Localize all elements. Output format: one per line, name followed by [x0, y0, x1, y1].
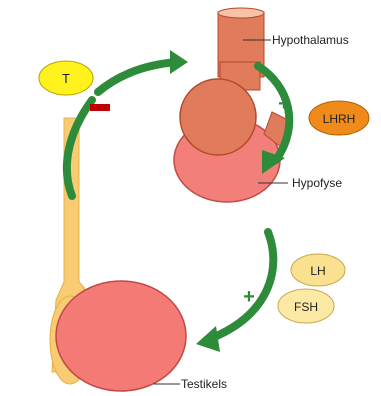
inhibit-sign — [90, 104, 110, 111]
testikels-label: Testikels — [181, 377, 227, 391]
hormone-fsh-pill: FSH — [278, 289, 334, 323]
stimulate-sign-bottom: + — [243, 286, 255, 308]
testis — [56, 281, 186, 391]
hypothalamus-stalk-top — [218, 8, 264, 18]
hormone-lhrh-label: LHRH — [323, 112, 356, 126]
feedback-arrow-upper — [98, 62, 178, 92]
lh-fsh-arrow — [212, 232, 273, 338]
hormone-fsh-label: FSH — [294, 300, 318, 314]
hormone-t-label: T — [62, 71, 70, 86]
hypothalamus-label: Hypothalamus — [272, 33, 349, 47]
hypothalamus-body — [180, 79, 256, 155]
feedback-arrow-upper-head — [170, 50, 188, 74]
stimulate-sign-top: + — [278, 93, 290, 115]
hormone-lh-pill: LH — [291, 254, 345, 286]
hypofyse-label: Hypofyse — [292, 176, 342, 190]
hormone-lh-label: LH — [310, 264, 325, 278]
hormone-lhrh-pill: LHRH — [309, 101, 369, 135]
hormone-t-pill: T — [39, 61, 93, 95]
lh-fsh-arrow-head — [196, 326, 220, 352]
